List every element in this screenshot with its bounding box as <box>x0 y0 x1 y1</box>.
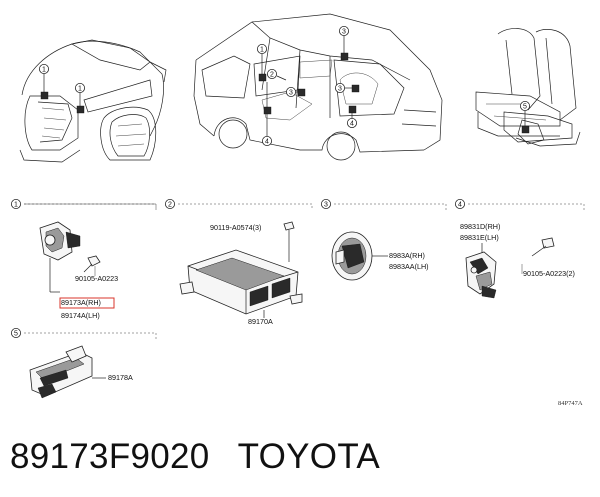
part-label-89174a-lh: 89174A(LH) <box>61 311 100 320</box>
callout-1-front: 1 1 <box>39 64 86 114</box>
svg-text:3: 3 <box>342 29 346 36</box>
bolt-label-90119: 90119-A0574(3) <box>210 223 261 232</box>
front-impact-sensor-part <box>465 251 497 299</box>
part-label-89173a-rh: 89173A(RH) <box>61 298 101 307</box>
seat-illustration <box>475 28 581 147</box>
callout-group-body: 3 1 4 2 3 3 4 <box>256 25 360 146</box>
part-label-89170a: 89170A <box>248 317 273 326</box>
svg-text:3: 3 <box>338 86 342 93</box>
section-4: 4 <box>454 198 585 210</box>
bolt-90105-section-1: 90105-A0223 <box>75 255 118 283</box>
seat-position-sensor-part <box>29 345 106 399</box>
section-1: 1 <box>10 198 157 210</box>
svg-text:2: 2 <box>270 72 274 79</box>
svg-text:5: 5 <box>14 331 18 338</box>
bolt-90119 <box>283 221 295 262</box>
part-label-89831d-rh: 89831D(RH) <box>460 222 500 231</box>
svg-text:2: 2 <box>168 202 172 209</box>
part-label-8983aa-lh: 8983AA(LH) <box>389 262 429 271</box>
svg-text:5: 5 <box>523 104 527 111</box>
brand-caption: TOYOTA <box>237 437 381 476</box>
svg-text:4: 4 <box>350 121 354 128</box>
callout-5-seat: 5 <box>520 101 531 134</box>
side-impact-sensor-part <box>39 221 81 293</box>
airbag-control-module-part <box>179 249 303 318</box>
svg-text:90105-A0223: 90105-A0223 <box>75 274 118 283</box>
svg-text:3: 3 <box>324 202 328 209</box>
svg-text:1: 1 <box>42 67 46 74</box>
svg-text:4: 4 <box>265 139 269 146</box>
bolt-90105-section-4 <box>521 237 555 274</box>
svg-text:1: 1 <box>260 47 264 54</box>
svg-text:1: 1 <box>78 86 82 93</box>
section-5: 5 <box>10 327 157 340</box>
part-label-89831e-lh: 89831E(LH) <box>460 233 499 242</box>
section-2: 2 <box>164 198 313 210</box>
part-number-caption: 89173F9020 <box>10 437 210 476</box>
highlight-box <box>59 297 115 309</box>
svg-text:3: 3 <box>289 90 293 97</box>
part-label-89178a: 89178A <box>108 373 133 382</box>
svg-text:4: 4 <box>458 202 462 209</box>
bolt-label-90105-2: 90105-A0223(2) <box>523 269 575 278</box>
part-label-8983a-rh: 8983A(RH) <box>389 251 425 260</box>
caption-bar: 89173F9020 TOYOTA <box>10 432 380 482</box>
vehicle-body-illustration <box>193 13 443 161</box>
section-3: 3 <box>320 198 447 210</box>
vehicle-front-illustration <box>19 39 167 163</box>
diagram-reference-code: 84P747A <box>558 400 583 407</box>
spiral-cable-sensor-part <box>331 231 388 281</box>
svg-text:1: 1 <box>14 202 18 209</box>
